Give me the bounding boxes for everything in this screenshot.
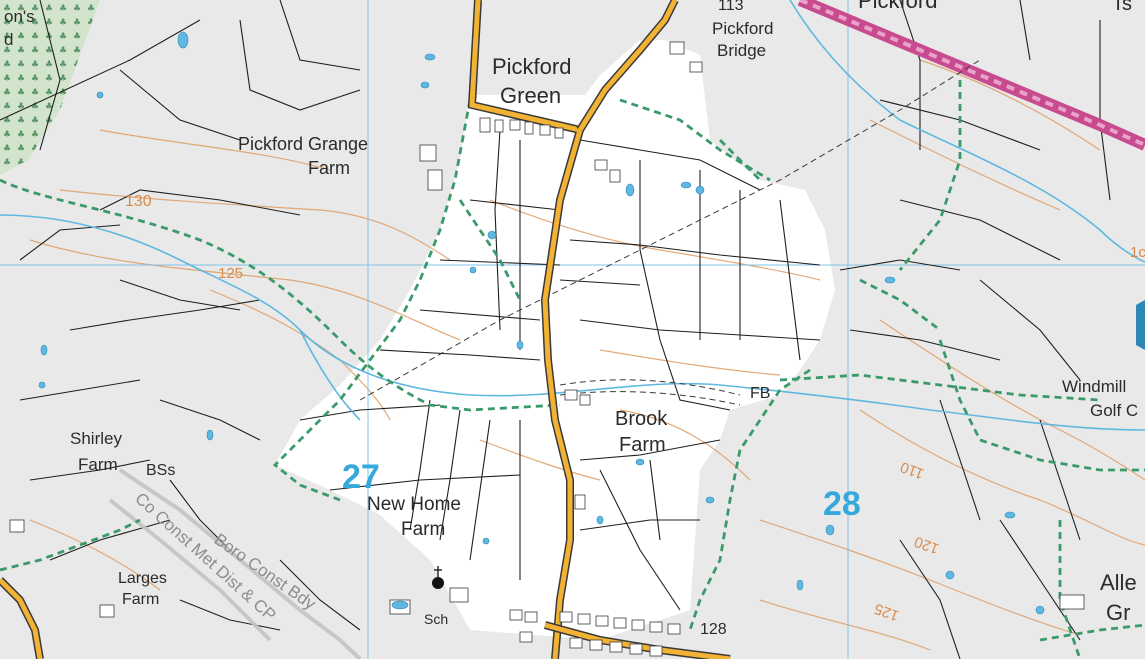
label-pickford-top: Pickford: [858, 0, 937, 13]
label-ts: Ts: [1112, 0, 1132, 15]
label-larges-farm: Larges Farm: [118, 570, 171, 608]
streams: [0, 0, 1145, 431]
label-113: 113: [718, 0, 744, 14]
grid-label-27: 27: [342, 458, 380, 496]
contour-label: 130: [125, 193, 152, 210]
church-symbol: [432, 577, 444, 589]
ponds: [38, 31, 1045, 615]
buildings: [9, 41, 1085, 618]
flag-symbol: [1136, 300, 1145, 350]
place-labels: Pickford Green Pickford Grange Farm Pick…: [4, 0, 1143, 627]
footpaths: [0, 80, 1145, 659]
grid-labels: 27 28: [342, 458, 861, 523]
spot-height-label: 128: [700, 621, 727, 638]
label-ons-d: on's d: [4, 7, 39, 49]
label-brook-farm: Brook Farm: [615, 408, 673, 456]
label-alle-gr: Alle Gr: [1100, 570, 1143, 625]
contour-lines: [29, 59, 1145, 651]
label-pickford-bridge: Pickford Bridge: [712, 19, 778, 60]
settlement-area: [275, 40, 835, 640]
contour-label: 125: [218, 265, 243, 282]
label-pickford-green: Pickford Green: [492, 54, 578, 108]
admin-boundaries: [108, 468, 362, 659]
label-shirley-farm: Shirley Farm: [70, 429, 127, 474]
label-pickford-grange-farm: Pickford Grange Farm: [238, 134, 373, 178]
grid-label-28: 28: [823, 485, 861, 523]
contour-label: 1c: [1130, 244, 1145, 261]
railway-line-detail: [799, 0, 1145, 147]
label-bss: BSs: [146, 462, 175, 479]
tracks: [359, 59, 981, 406]
label-sch: Sch: [424, 611, 448, 627]
label-new-home-farm: New Home Farm: [367, 494, 466, 540]
label-fb: FB: [750, 385, 770, 402]
woodland-area: [0, 0, 100, 175]
housing-estate: [509, 609, 681, 657]
label-windmill-golf: Windmill Golf C: [1062, 377, 1138, 420]
